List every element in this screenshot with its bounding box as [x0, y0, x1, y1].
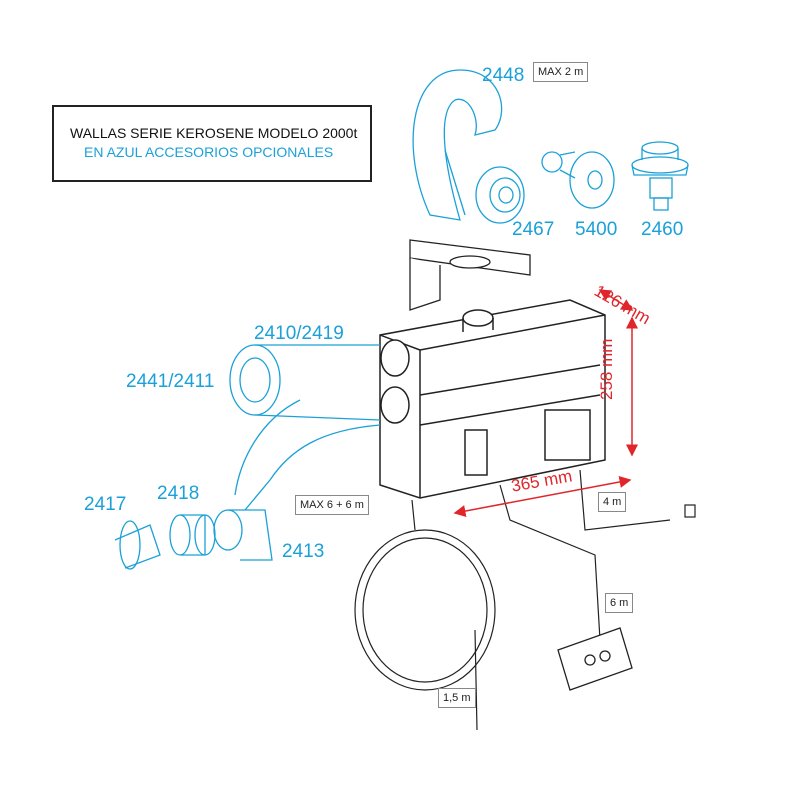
note-cable-4m: 4 m	[598, 492, 627, 512]
note-duct-max: MAX 6 + 6 m	[295, 495, 369, 515]
part-label-2418: 2418	[157, 483, 200, 504]
part-label-2417: 2417	[84, 494, 127, 515]
air-ducts	[114, 344, 381, 570]
part-label-2467: 2467	[512, 219, 555, 240]
exhaust-terminal-2467	[475, 166, 525, 224]
title-model: WALLAS SERIE KEROSENE MODELO 2000t	[70, 125, 358, 141]
cables	[354, 469, 696, 731]
control-panel	[557, 627, 633, 691]
exhaust-pipe-2448	[412, 69, 503, 221]
exhaust-terminal-2460	[631, 141, 689, 211]
note-exhaust-max: MAX 2 m	[533, 62, 589, 82]
exhaust-terminal-5400	[541, 151, 615, 209]
note-fuel-line: 1,5 m	[438, 688, 476, 708]
part-label-2441-2411: 2441/2411	[126, 371, 215, 392]
part-label-2448: 2448	[482, 65, 525, 86]
title-box	[52, 105, 372, 182]
dimension-lines	[453, 289, 638, 517]
heater-unit	[379, 299, 606, 499]
part-label-2413: 2413	[282, 541, 325, 562]
part-label-2460: 2460	[641, 219, 684, 240]
dimension-height: 258 mm	[597, 338, 616, 400]
part-label-2410-2419: 2410/2419	[254, 323, 344, 344]
part-label-5400: 5400	[575, 219, 618, 240]
mounting-bracket	[409, 239, 531, 311]
note-cable-6m: 6 m	[605, 593, 634, 613]
title-accessories-note: EN AZUL ACCESORIOS OPCIONALES	[84, 144, 334, 160]
